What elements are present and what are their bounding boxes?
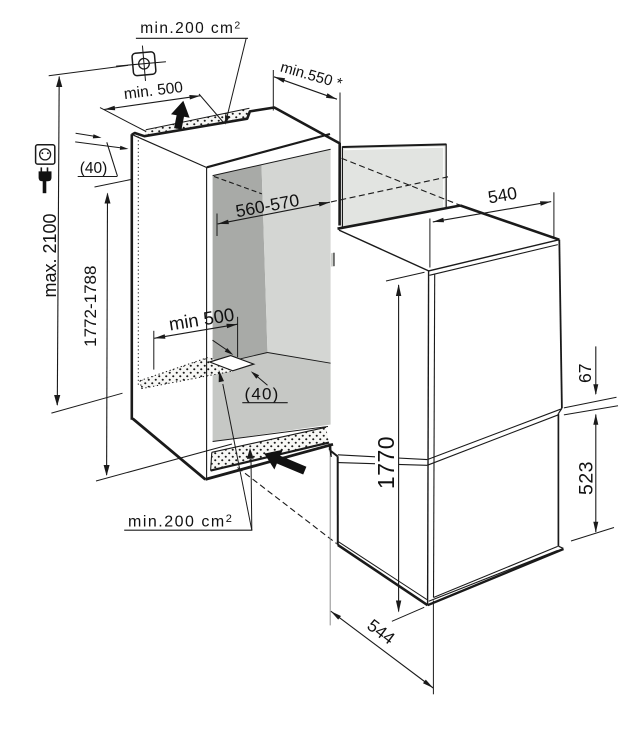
svg-text:(40): (40) (244, 385, 279, 404)
svg-text:(40): (40) (80, 160, 108, 177)
svg-text:1770: 1770 (373, 436, 399, 489)
svg-text:min.200 cm2: min.200 cm2 (128, 513, 233, 531)
svg-text:max. 2100: max. 2100 (40, 213, 60, 297)
svg-text:523: 523 (576, 461, 598, 495)
svg-text:1772-1788: 1772-1788 (81, 266, 100, 347)
svg-text:67: 67 (575, 364, 595, 383)
svg-text:min.200 cm2: min.200 cm2 (140, 20, 241, 38)
